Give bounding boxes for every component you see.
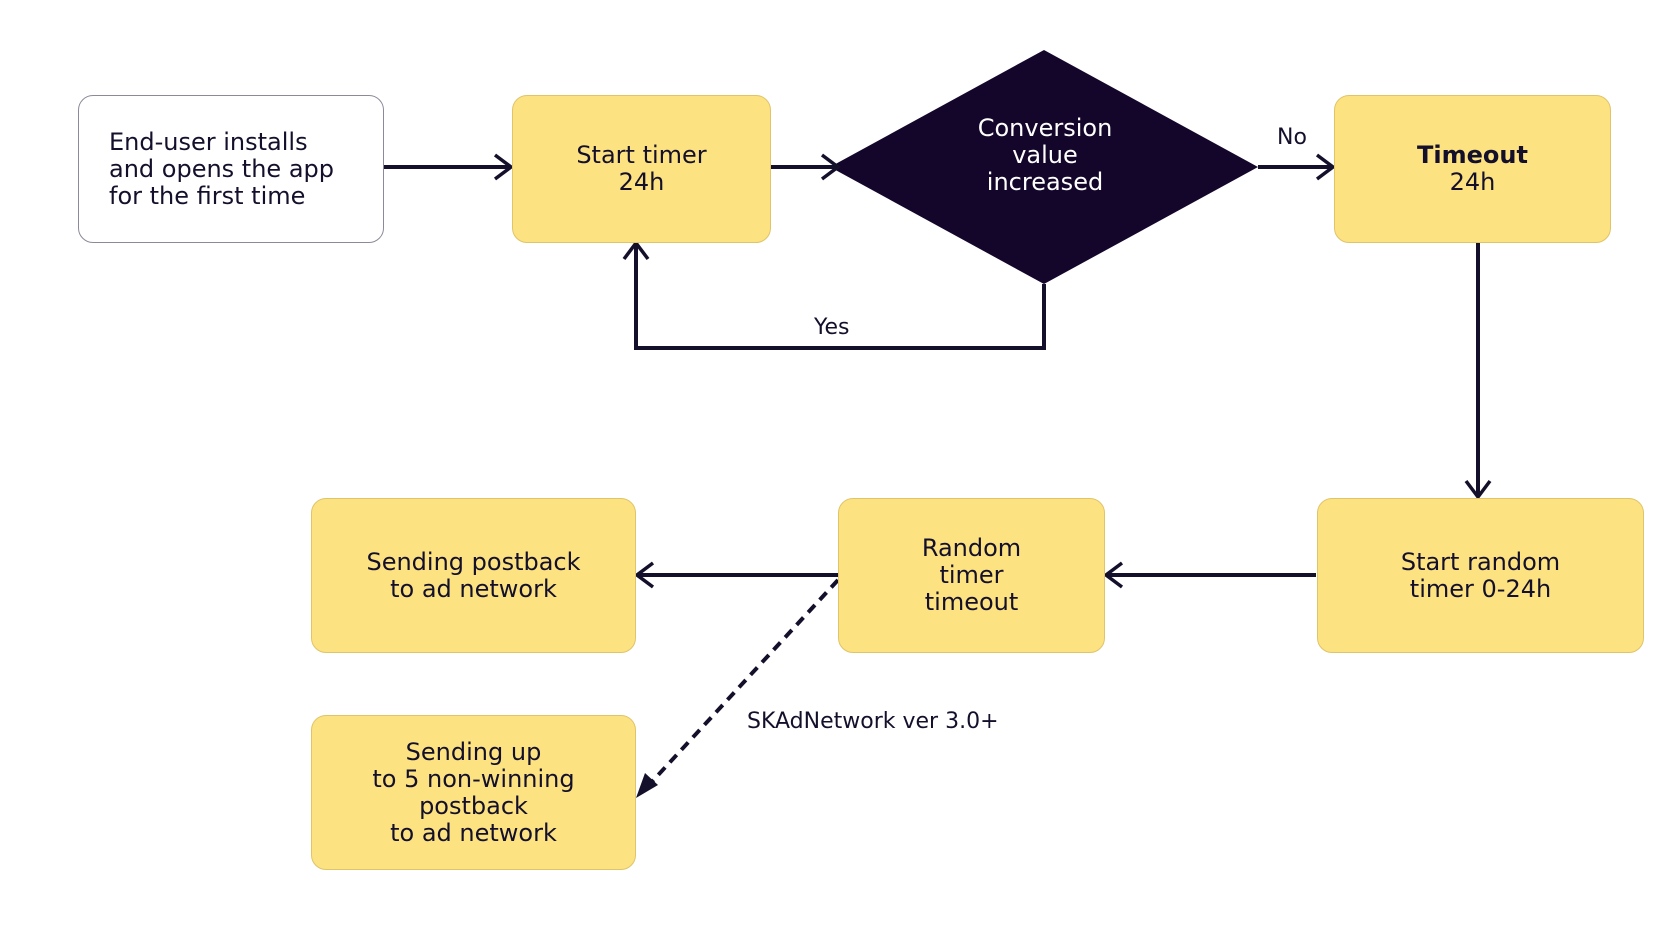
node-sending-postback: Sending postback to ad network (311, 498, 636, 653)
arrowhead (636, 773, 658, 798)
node-start-timer: Start timer 24h (512, 95, 771, 243)
node-start-random-line: timer 0-24h (1409, 574, 1552, 603)
node-install-line: End-user installs (109, 127, 308, 156)
edge-yes (634, 244, 1046, 350)
node-install-line: and opens the app (109, 154, 334, 183)
node-sending-non-winning-line: to ad network (390, 818, 557, 847)
edge-label-skadnetwork: SKAdNetwork ver 3.0+ (747, 709, 999, 734)
node-sending-non-winning-line: to 5 non-winning (372, 764, 575, 793)
node-decision-line: increased (986, 168, 1104, 196)
node-sending-non-winning-line: postback (419, 791, 528, 820)
node-timeout: Timeout 24h (1334, 95, 1611, 243)
node-start-random-line: Start random (1400, 547, 1561, 576)
arrowhead (1315, 153, 1336, 181)
node-install: End-user installs and opens the app for … (78, 95, 384, 243)
edge-label-yes: Yes (814, 315, 850, 340)
node-sending-non-winning: Sending up to 5 non-winning postback to … (311, 715, 636, 870)
node-start-timer-line: 24h (618, 168, 665, 196)
decision-diamond (830, 50, 1258, 284)
node-decision-text: Conversion value increased (935, 115, 1155, 196)
node-sending-postback-line: to ad network (390, 574, 557, 603)
arrowhead (820, 153, 841, 181)
arrowhead (1103, 561, 1124, 589)
node-sending-non-winning-line: Sending up (405, 737, 542, 766)
node-random-timeout: Random timer timeout (838, 498, 1105, 653)
node-sending-postback-line: Sending postback (366, 547, 581, 576)
edge-label-no: No (1277, 125, 1307, 150)
node-random-timeout-line: Random (921, 534, 1022, 562)
arrowhead (1464, 479, 1492, 500)
node-random-timeout-line: timeout (924, 588, 1019, 616)
node-random-timeout-line: timer (939, 561, 1004, 589)
node-timeout-subtitle: 24h (1449, 168, 1496, 196)
arrowhead (634, 561, 655, 589)
node-start-timer-line: Start timer (576, 141, 707, 169)
node-decision-line: Conversion (977, 114, 1113, 142)
arrowhead (493, 153, 514, 181)
node-timeout-title: Timeout (1417, 141, 1528, 169)
node-decision-line: value (1012, 141, 1078, 169)
node-start-random: Start random timer 0-24h (1317, 498, 1644, 653)
node-install-line: for the first time (109, 181, 306, 210)
edge-skadnetwork-dashed (646, 578, 840, 788)
arrowhead (622, 240, 650, 261)
